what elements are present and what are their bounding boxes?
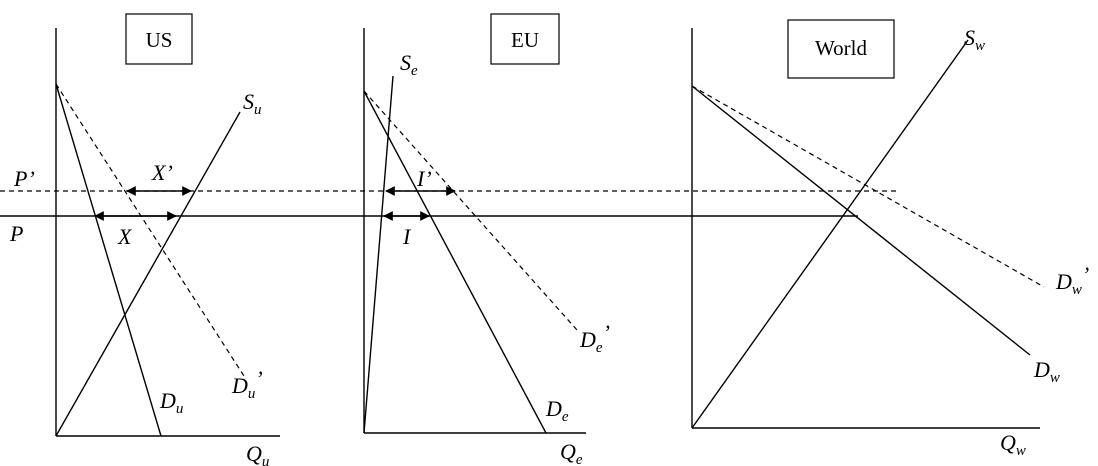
world-panel: World Sw Dw Dw’ Qw bbox=[691, 19, 1089, 459]
us-title-box bbox=[125, 13, 193, 65]
us-exports-label: X bbox=[117, 224, 133, 249]
eu-imports-label: I bbox=[402, 224, 412, 249]
price-p-label: P bbox=[9, 221, 23, 246]
world-supply-curve bbox=[691, 39, 969, 429]
us-demand-curve-new bbox=[55, 83, 245, 377]
us-supply-curve bbox=[55, 111, 241, 437]
us-exports-new-label: X’ bbox=[151, 160, 173, 185]
world-title-box bbox=[787, 19, 895, 79]
eu-imports-new-label: I’ bbox=[416, 166, 432, 191]
eu-title-box bbox=[490, 13, 560, 65]
us-supply-label: Su bbox=[243, 89, 262, 118]
world-title: World bbox=[815, 36, 867, 60]
world-supply-label: Sw bbox=[964, 25, 985, 54]
eu-demand-new-label: De’ bbox=[579, 320, 610, 356]
world-qty-label: Qw bbox=[1000, 430, 1026, 459]
us-demand-curve bbox=[55, 83, 162, 437]
us-demand-label: Du bbox=[159, 388, 183, 417]
price-p-prime-label: P’ bbox=[13, 166, 35, 191]
eu-supply-label: Se bbox=[400, 50, 418, 79]
us-panel: US Su Du Du’ Qu bbox=[55, 13, 280, 466]
us-title: US bbox=[146, 28, 173, 52]
us-demand-new-label: Du’ bbox=[231, 366, 263, 402]
us-qty-label: Qu bbox=[246, 441, 269, 466]
eu-panel: EU Se De De’ Qe bbox=[363, 13, 610, 466]
world-demand-new-label: Dw’ bbox=[1055, 262, 1089, 298]
eu-demand-curve-new bbox=[363, 90, 578, 331]
eu-title: EU bbox=[511, 28, 539, 52]
eu-supply-curve bbox=[363, 75, 394, 434]
world-demand-curve-new bbox=[691, 85, 1045, 288]
world-demand-curve bbox=[691, 85, 1031, 356]
eu-qty-label: Qe bbox=[560, 439, 583, 466]
world-demand-label: Dw bbox=[1033, 357, 1060, 386]
eu-demand-label: De bbox=[545, 396, 569, 425]
eu-demand-curve bbox=[363, 90, 547, 434]
